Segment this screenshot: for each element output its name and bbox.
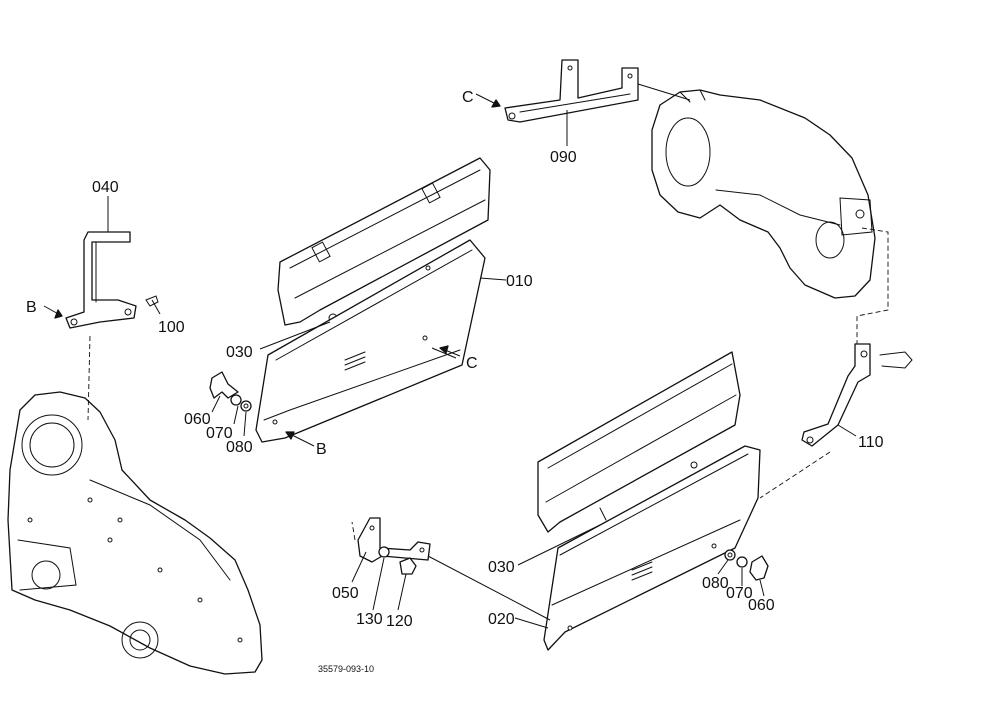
ref-arrows	[43, 93, 501, 447]
upper-cover-010	[255, 239, 507, 443]
label-080-right: 080	[702, 575, 729, 592]
label-120: 120	[386, 613, 413, 630]
label-060-right: 060	[748, 597, 775, 614]
ref-b-left: B	[26, 299, 37, 316]
label-070-right: 070	[726, 585, 753, 602]
label-080-left: 080	[226, 439, 253, 456]
label-050: 050	[332, 585, 359, 602]
wing-nut-set-right	[717, 549, 769, 597]
label-040: 040	[92, 179, 119, 196]
label-020: 020	[488, 611, 515, 628]
label-110: 110	[858, 434, 884, 451]
bracket-090	[504, 59, 691, 146]
lower-cover-030	[537, 351, 741, 533]
drawing-code: 35579-093-10	[318, 664, 374, 674]
label-060-left: 060	[184, 411, 211, 428]
ref-b-bottom: B	[316, 441, 327, 458]
ref-c-right: C	[466, 355, 478, 372]
lower-cover-020	[514, 445, 761, 651]
label-090: 090	[550, 149, 577, 166]
label-100: 100	[158, 319, 185, 336]
ref-c-top: C	[462, 89, 474, 106]
label-030-bottom: 030	[488, 559, 515, 576]
wing-nut-set-left	[209, 371, 252, 437]
engine-block-right	[651, 89, 876, 299]
gear-case-left	[7, 391, 263, 675]
label-130: 130	[356, 611, 383, 628]
bracket-040	[65, 196, 161, 329]
label-010: 010	[506, 273, 533, 290]
alignment-lines	[87, 227, 889, 541]
bracket-050	[351, 517, 551, 621]
label-070-left: 070	[206, 425, 233, 442]
label-030-top: 030	[226, 344, 253, 361]
bracket-110	[801, 343, 913, 447]
